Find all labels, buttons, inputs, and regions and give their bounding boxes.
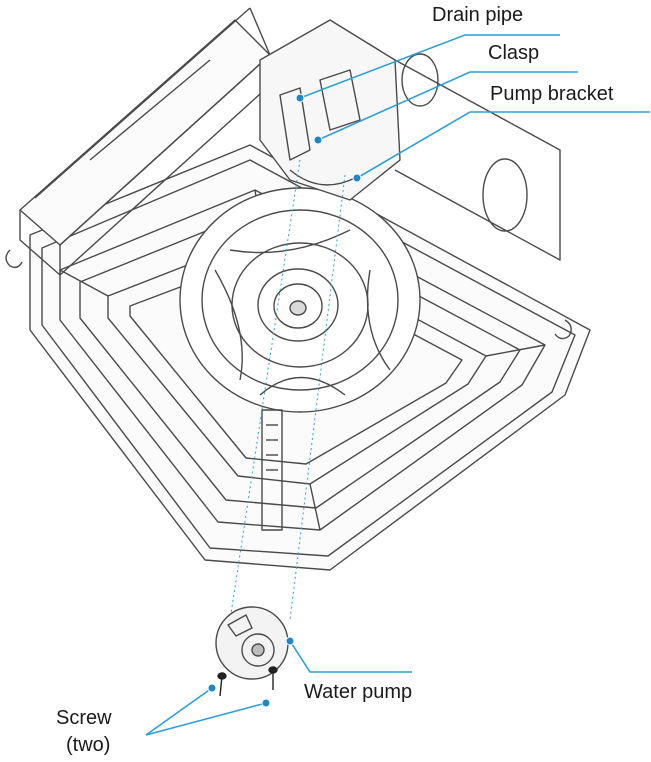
- screw-count-label: (two): [66, 734, 111, 756]
- hook-right: [554, 319, 572, 340]
- screw-pointer-right: [261, 698, 271, 708]
- screw-label: Screw: [56, 707, 112, 729]
- drain-pipe-pointer: [295, 93, 305, 103]
- screw-parts: [217, 666, 278, 697]
- pump-bracket-pointer: [352, 173, 362, 183]
- leader-lines: [145, 34, 650, 736]
- water-pump-pointer: [285, 636, 295, 646]
- fan-assembly: [179, 187, 421, 413]
- clasp-pointer: [313, 135, 323, 145]
- water-pump-label: Water pump: [304, 681, 413, 703]
- water-pump-part: [215, 606, 289, 680]
- clasp-label: Clasp: [488, 42, 540, 64]
- pump-bracket-label: Pump bracket: [490, 83, 614, 105]
- drain-pipe-label: Drain pipe: [432, 4, 524, 26]
- screw-pointer-left: [207, 683, 217, 693]
- drain-channel: [261, 409, 283, 531]
- hook-left: [5, 249, 23, 269]
- pump-mechanism: [259, 19, 561, 261]
